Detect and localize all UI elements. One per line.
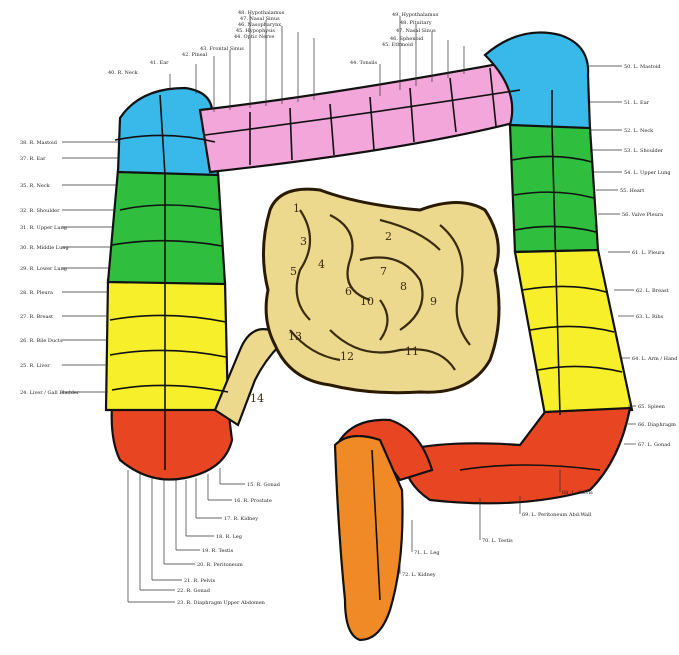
ascending-colon-red bbox=[112, 405, 232, 480]
label-left: 32. R. Shoulder bbox=[20, 208, 60, 214]
si-number: 13 bbox=[288, 330, 302, 343]
label-right: 61. L. Pleura bbox=[632, 250, 665, 256]
label-right: 67. L. Gonad bbox=[638, 442, 671, 448]
label-right: 54. L. Upper Lung bbox=[624, 170, 671, 176]
label-bottom: 17. R. Kidney bbox=[224, 516, 258, 522]
label-left: 25. R. Liver bbox=[20, 363, 50, 369]
label-left: 35. R. Neck bbox=[20, 183, 51, 189]
label-right: 65. Spleen bbox=[638, 404, 666, 410]
label-left: 38. R. Mastoid bbox=[20, 140, 58, 146]
label-left: 24. Liver / Gall Bladder bbox=[20, 390, 80, 396]
ascending-colon-yellow bbox=[106, 280, 228, 410]
si-number: 8 bbox=[400, 280, 407, 293]
label-right: 56. Valve Pleura bbox=[622, 212, 663, 218]
label-top-right: 47. Nasal Sinus bbox=[396, 28, 436, 34]
label-top: 41. Ear bbox=[150, 60, 169, 66]
si-number: 6 bbox=[345, 285, 352, 298]
label-bottom: 16. R. Prostate bbox=[234, 498, 272, 504]
label-top-right: 44. Tonsils bbox=[350, 60, 377, 66]
label-top-right: 49. Hypothalamus bbox=[392, 12, 439, 18]
si-number: 3 bbox=[300, 235, 307, 248]
si-number: 10 bbox=[360, 295, 374, 308]
label-top-right: 45. Ethmoid bbox=[382, 42, 414, 48]
label-right: 52. L. Neck bbox=[624, 128, 654, 134]
label-bottom-right: 70. L. Testis bbox=[482, 538, 513, 544]
label-left: 37. R. Ear bbox=[20, 156, 46, 162]
label-left: 28. R. Pleura bbox=[20, 290, 53, 296]
labels-top-right: 49. Hypothalamus 48. Pituitary 47. Nasal… bbox=[350, 12, 439, 66]
label-bottom: 22. R. Gonad bbox=[177, 588, 211, 594]
label-bottom: 20. R. Peritoneum bbox=[197, 562, 243, 568]
label-left: 29. R. Lower Lung bbox=[20, 266, 68, 272]
label-right: 62. L. Breast bbox=[636, 288, 669, 294]
si-number: 2 bbox=[385, 230, 392, 243]
label-top: 44. Optic Nerve bbox=[234, 34, 274, 40]
si-number: 5 bbox=[290, 265, 297, 278]
label-right: 64. L. Arm / Hand bbox=[632, 356, 678, 362]
label-right: 51. L. Ear bbox=[624, 100, 650, 106]
label-left: 26. R. Bile Ducts bbox=[20, 338, 63, 344]
label-right: 63. L. Ribs bbox=[636, 314, 664, 320]
label-top: 40. R. Neck bbox=[108, 70, 139, 76]
label-left: 27. R. Breast bbox=[20, 314, 53, 320]
label-right: 53. L. Shoulder bbox=[624, 148, 664, 154]
label-bottom-right: 72. L. Kidney bbox=[402, 572, 436, 578]
label-top: 42. Pineal bbox=[182, 52, 208, 58]
label-top-right: 48. Pituitary bbox=[400, 20, 432, 26]
si-number: 9 bbox=[430, 295, 437, 308]
si-number: 14 bbox=[250, 392, 264, 405]
ascending-colon-green bbox=[108, 170, 225, 284]
si-number: 12 bbox=[340, 350, 354, 363]
label-left: 30. R. Middle Lung bbox=[20, 245, 70, 251]
labels-bottom: 15. R. Gonad 16. R. Prostate 17. R. Kidn… bbox=[177, 482, 281, 606]
si-number: 7 bbox=[380, 265, 387, 278]
descending-colon-yellow bbox=[515, 250, 632, 415]
label-bottom-right: 68. L. Pelvis bbox=[562, 490, 593, 496]
label-right: 66. Diaphragm bbox=[638, 422, 676, 428]
label-bottom: 21. R. Pelvis bbox=[184, 578, 216, 584]
label-right: 55. Heart bbox=[620, 188, 644, 194]
label-bottom: 19. R. Testis bbox=[202, 548, 234, 554]
si-number: 11 bbox=[405, 345, 419, 358]
label-bottom: 23. R. Diaphragm Upper Abdomen bbox=[177, 600, 266, 606]
label-bottom-right: 69. L. Peritoneum Abd.Wall bbox=[522, 512, 592, 518]
sigmoid-colon-red bbox=[404, 408, 630, 503]
label-left: 31. R. Upper Lung bbox=[20, 225, 68, 231]
label-bottom: 15. R. Gonad bbox=[247, 482, 281, 488]
rectum-orange bbox=[335, 436, 403, 640]
si-number: 4 bbox=[318, 258, 325, 271]
transverse-colon-pink bbox=[200, 60, 527, 172]
small-intestine: 1 2 3 4 5 6 7 8 9 10 11 12 13 14 bbox=[250, 189, 499, 405]
si-number: 1 bbox=[293, 202, 300, 215]
label-bottom-right: 71. L. Leg bbox=[414, 550, 440, 556]
label-bottom: 18. R. Leg bbox=[216, 534, 243, 540]
label-right: 50. L. Mastoid bbox=[624, 64, 661, 70]
